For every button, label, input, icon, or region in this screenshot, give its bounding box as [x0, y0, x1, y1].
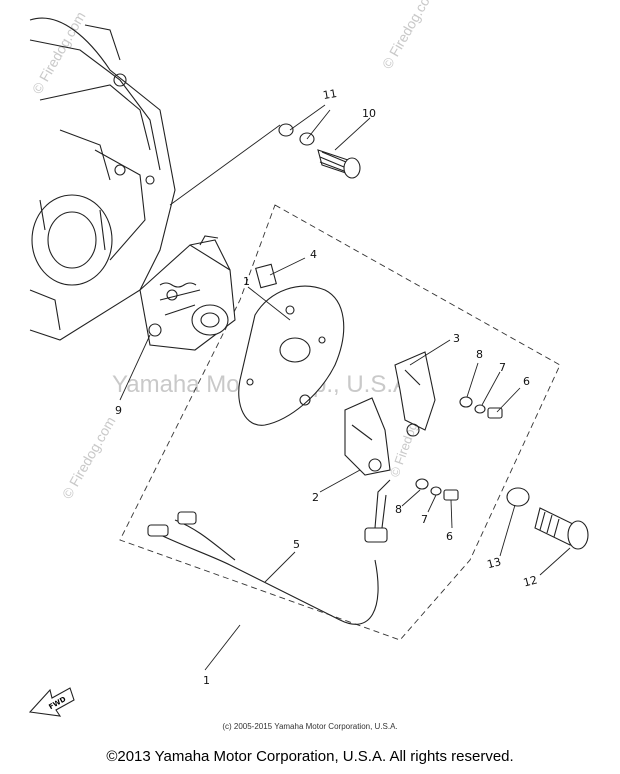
crankcase-drawing	[29, 17, 176, 341]
callout-11: 11	[322, 87, 338, 102]
contact-breaker-3	[394, 351, 436, 437]
washers-11	[278, 123, 315, 146]
callout-10: 10	[362, 107, 376, 120]
fwd-arrow-icon: FWD	[28, 687, 75, 717]
watermark-brand-ml: © Firedog.com	[59, 414, 119, 502]
bolt-10	[317, 149, 361, 179]
bolt-12	[534, 507, 589, 550]
callout-1a: 1	[243, 275, 250, 288]
hardware-set-upper	[459, 396, 503, 419]
washer-13	[506, 487, 530, 507]
footer-copyright: ©2013 Yamaha Motor Corporation, U.S.A. A…	[106, 748, 514, 765]
hardware-set-lower	[415, 478, 459, 501]
advancer-assembly	[139, 235, 236, 351]
watermark-brand-tr: © Firedog.com	[379, 0, 439, 71]
parts-diagram: Yamaha Motor Corp., U.S.A. © Firedog.com…	[28, 0, 589, 717]
callout-7b: 7	[421, 513, 428, 526]
small-copyright: (c) 2005-2015 Yamaha Motor Corporation, …	[222, 722, 398, 731]
assembly-outline	[119, 204, 561, 641]
callout-12: 12	[522, 573, 539, 589]
callout-3: 3	[453, 332, 460, 345]
callout-1b: 1	[203, 674, 210, 687]
contact-breaker-2	[344, 397, 391, 476]
callout-2: 2	[312, 491, 319, 504]
lead-wire	[147, 479, 391, 625]
callout-13: 13	[486, 555, 503, 571]
callout-5: 5	[293, 538, 300, 551]
leader-lines	[119, 104, 571, 671]
callout-4: 4	[310, 248, 317, 261]
callout-8b: 8	[395, 503, 402, 516]
callout-6a: 6	[523, 375, 530, 388]
felt-part	[255, 263, 277, 289]
callout-8a: 8	[476, 348, 483, 361]
callout-7a: 7	[499, 361, 506, 374]
callout-6b: 6	[446, 530, 453, 543]
base-plate	[238, 285, 345, 426]
callout-9: 9	[115, 404, 122, 417]
